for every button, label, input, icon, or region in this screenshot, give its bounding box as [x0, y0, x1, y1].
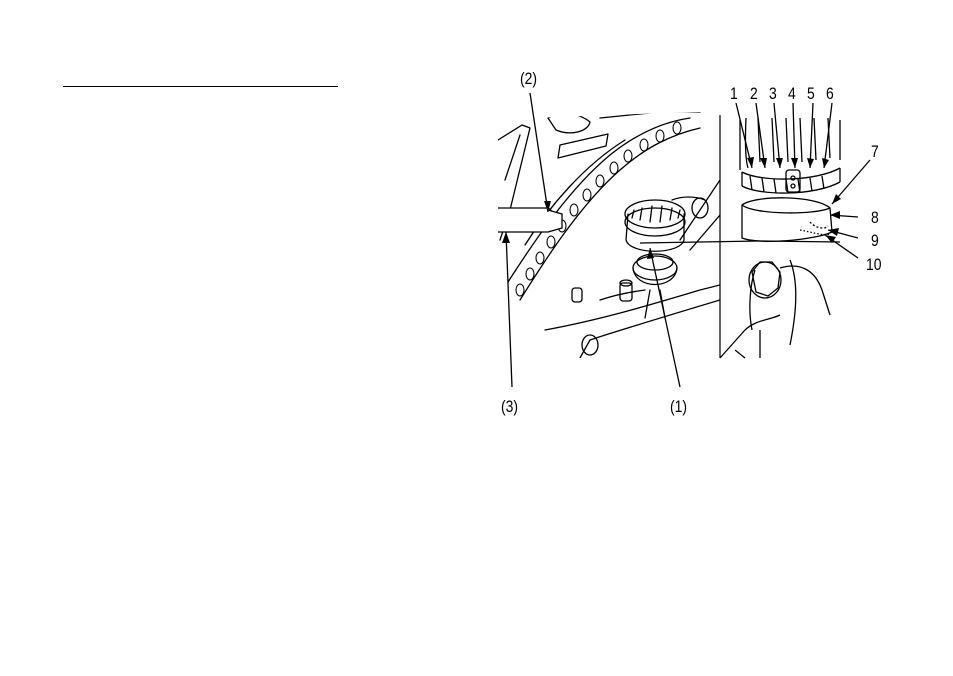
scale-mark-7: 7: [871, 143, 879, 160]
scale-mark-3: 3: [769, 85, 777, 102]
scale-mark-1: 1: [730, 85, 738, 102]
scale-mark-10: 10: [866, 256, 882, 273]
scale-mark-6: 6: [826, 85, 834, 102]
scale-mark-4: 4: [788, 85, 796, 102]
callout-2-label: (2): [520, 70, 537, 87]
callout-3-label: (3): [501, 398, 518, 415]
scale-mark-8: 8: [871, 209, 879, 226]
scale-mark-5: 5: [807, 85, 815, 102]
scale-mark-2: 2: [750, 85, 758, 102]
scale-mark-9: 9: [871, 232, 879, 249]
callout-1-label: (1): [670, 398, 687, 415]
